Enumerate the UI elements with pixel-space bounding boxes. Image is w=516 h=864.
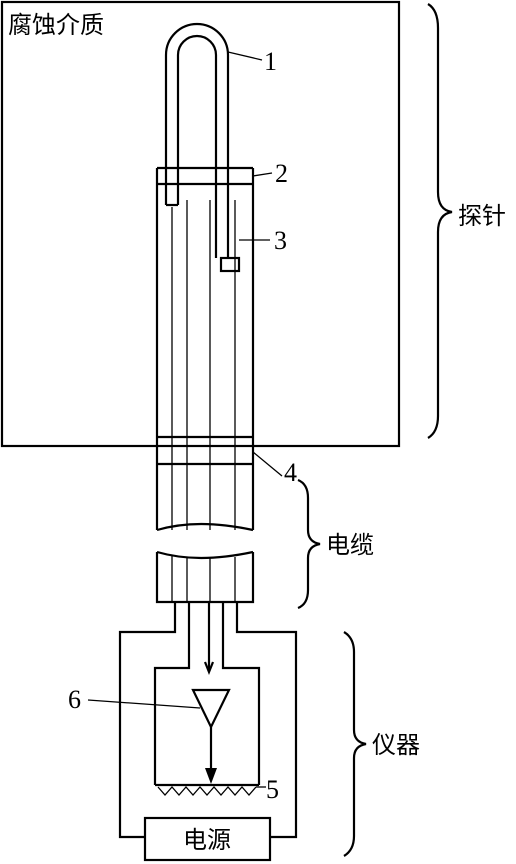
- break-bottom: [156, 550, 254, 560]
- callout-3: 3: [274, 226, 287, 255]
- pointer-arrowhead-icon: [205, 768, 217, 784]
- probe-brace: [427, 3, 453, 439]
- medium-container: [0, 0, 401, 448]
- callout-6: 6: [68, 685, 81, 714]
- callout-6-leader: [87, 699, 201, 709]
- amplifier-icon: [191, 688, 231, 730]
- inner-wire-right: [221, 602, 261, 785]
- callout-2: 2: [275, 159, 288, 188]
- signal-arrow-head: [203, 661, 215, 675]
- callout-4: 4: [284, 458, 297, 487]
- u-loop-outer: [164, 22, 230, 258]
- break-top: [156, 522, 254, 532]
- u-loop-inner: [176, 34, 218, 258]
- cable-lower-section: [155, 552, 255, 604]
- inner-wire-left: [153, 602, 191, 785]
- meter-scale-ticks: [157, 786, 257, 796]
- callout-2-leader: [252, 172, 273, 177]
- callout-1-leader: [227, 51, 263, 61]
- medium-label: 腐蚀介质: [8, 11, 104, 39]
- callout-1: 1: [264, 47, 277, 76]
- power-supply-box: [143, 816, 272, 862]
- reference-block: [219, 256, 241, 273]
- callout-4-leader: [252, 451, 283, 477]
- probe-label: 探针: [458, 202, 506, 230]
- instrument-label: 仪器: [372, 731, 420, 759]
- callout-5: 5: [266, 775, 279, 804]
- cable-label: 电缆: [326, 531, 374, 559]
- power-label: 电源: [183, 826, 231, 854]
- outer-wire-left: [118, 602, 177, 839]
- cable-brace: [297, 478, 321, 610]
- outer-wire-right: [235, 602, 298, 839]
- instrument-brace: [343, 631, 367, 857]
